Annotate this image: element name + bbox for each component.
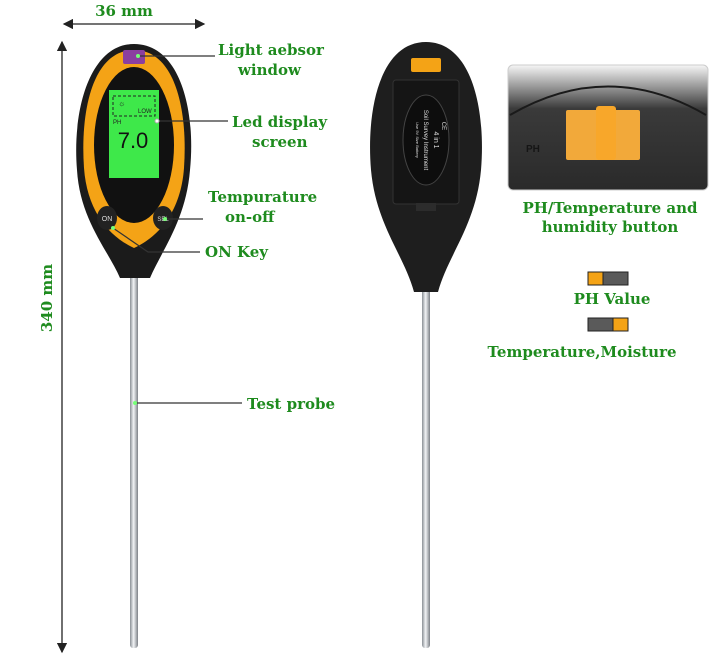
lcd-battery-text: LOW	[138, 109, 152, 115]
switch-closeup-inset: PH PH/Temperature and humidity button	[507, 64, 709, 236]
callout-led-display-2: screen	[252, 133, 308, 151]
legend-label-ph: PH Value	[574, 290, 651, 308]
light-sensor-window	[123, 50, 145, 64]
lcd-reading: 7.0	[118, 128, 149, 153]
front-device: ☼ LOW PH 7.0 ON SEL	[76, 44, 192, 648]
callout-temperature-2: on-off	[225, 208, 276, 226]
height-dimension: 340 mm	[38, 40, 68, 654]
back-device: 4 in 1 Soil Survey Instrument Use 9V Siz…	[370, 42, 482, 648]
callout-light-window: Light aebsor	[218, 41, 325, 59]
inset-caption-2: humidity button	[542, 218, 679, 236]
callout-light-window-2: window	[237, 61, 302, 79]
back-label-line1: 4 in 1	[432, 131, 439, 148]
ce-mark: CE	[440, 122, 446, 130]
legend-item-ph: PH Value	[574, 271, 651, 308]
height-label: 340 mm	[38, 264, 56, 332]
callouts: Light aebsor window Led display screen T…	[111, 41, 335, 413]
back-label-line3: Use 9V Size Battery	[415, 122, 420, 158]
switch-left-icon	[587, 271, 604, 286]
sun-icon: ☼	[118, 99, 125, 108]
mode-switch[interactable]	[411, 58, 441, 72]
width-label: 36 mm	[95, 2, 153, 20]
callout-test-probe: Test probe	[247, 395, 335, 413]
switch-right-icon	[612, 317, 629, 332]
callout-temperature: Tempurature	[208, 188, 317, 206]
inset-caption-1: PH/Temperature and	[522, 199, 698, 217]
lcd-mode-text: PH	[113, 120, 121, 126]
back-probe	[422, 280, 430, 648]
test-probe	[130, 270, 138, 648]
switch-legend: PH Value Temperature,Moisture	[487, 271, 677, 361]
callout-led-display: Led display	[232, 113, 328, 131]
sel-button[interactable]	[153, 206, 173, 230]
callout-on-key: ON Key	[205, 243, 269, 261]
width-dimension: 36 mm	[62, 2, 206, 30]
legend-label-temperature: Temperature,Moisture	[487, 343, 676, 361]
back-label-line2: Soil Survey Instrument	[422, 110, 428, 171]
on-button[interactable]	[97, 206, 117, 230]
on-button-label: ON	[102, 216, 113, 223]
inset-ph-text: PH	[526, 144, 540, 155]
lcd-screen	[109, 90, 159, 178]
legend-item-temperature: Temperature,Moisture	[487, 317, 677, 361]
